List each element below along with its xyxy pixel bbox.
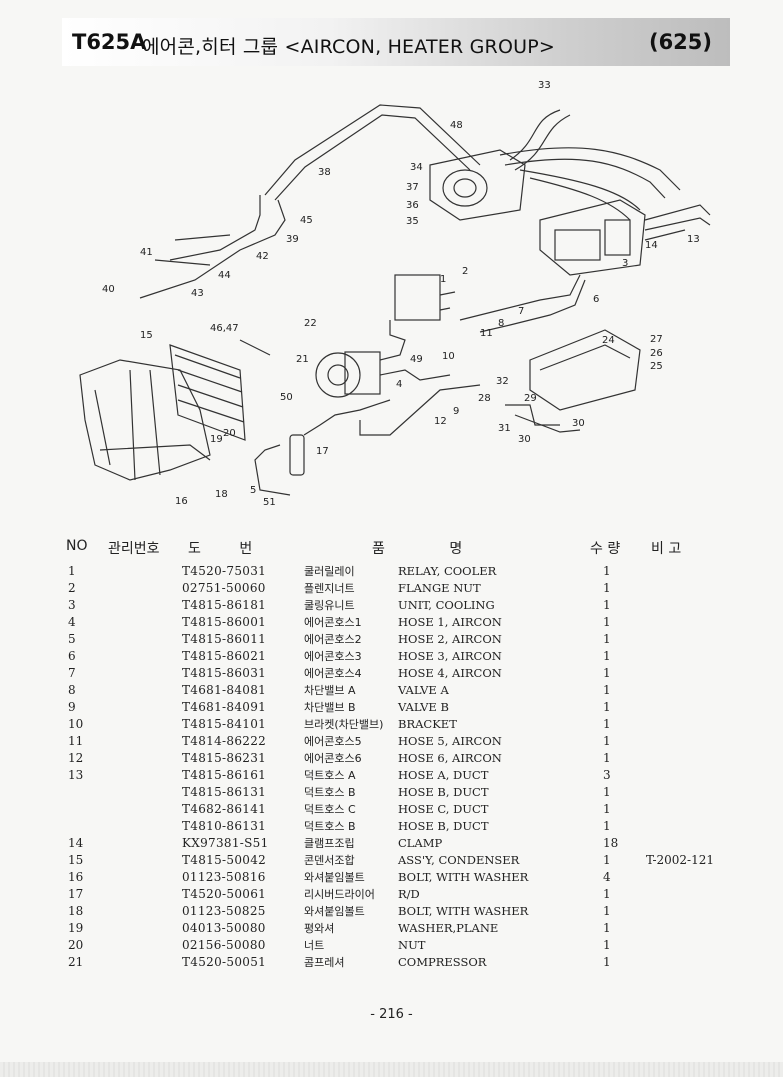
col-mgmt-no: 관리번호 xyxy=(108,541,160,557)
callout-label: 7 xyxy=(518,306,524,317)
callout-label: 11 xyxy=(480,328,493,339)
callout-label: 6 xyxy=(593,294,599,305)
callout-label: 18 xyxy=(215,489,228,500)
page-header: T625A 에어콘,히터 그룹 <AIRCON, HEATER GROUP> (… xyxy=(62,18,730,66)
callout-label: 3 xyxy=(622,258,628,269)
callout-label: 49 xyxy=(410,354,423,365)
callout-label: 1 xyxy=(440,274,446,285)
callout-label: 35 xyxy=(406,216,419,227)
callout-label: 5 xyxy=(250,485,256,496)
part-callouts: 33 48 34 38 37 36 35 45 39 14 13 3 41 42… xyxy=(102,80,700,508)
callout-label: 26 xyxy=(650,348,663,359)
callout-label: 30 xyxy=(518,434,531,445)
callout-label: 42 xyxy=(256,251,269,262)
callout-label: 37 xyxy=(406,182,419,193)
scan-edge xyxy=(0,1062,783,1077)
callout-label: 44 xyxy=(218,270,231,281)
callout-label: 39 xyxy=(286,234,299,245)
callout-label: 48 xyxy=(450,120,463,131)
callout-label: 28 xyxy=(478,393,491,404)
exploded-parts-diagram: 33 48 34 38 37 36 35 45 39 14 13 3 41 42… xyxy=(79,80,711,508)
callout-label: 8 xyxy=(498,318,504,329)
callout-label: 2 xyxy=(462,266,468,277)
callout-label: 25 xyxy=(650,361,663,372)
callout-label: 16 xyxy=(175,496,188,507)
callout-label: 51 xyxy=(263,497,276,508)
callout-label: 41 xyxy=(140,247,153,258)
callout-label: 21 xyxy=(296,354,309,365)
callout-label: 13 xyxy=(687,234,700,245)
callout-label: 14 xyxy=(645,240,658,251)
col-remarks: 비 고 xyxy=(651,541,682,557)
callout-label: 29 xyxy=(524,393,537,404)
callout-label: 19 xyxy=(210,434,223,445)
callout-label: 20 xyxy=(223,428,236,439)
callout-label: 50 xyxy=(280,392,293,403)
callout-label: 36 xyxy=(406,200,419,211)
callout-label: 10 xyxy=(442,351,455,362)
col-drawing-no: 도 번 xyxy=(188,541,253,557)
callout-label: 15 xyxy=(140,330,153,341)
callout-label: 46,47 xyxy=(210,323,239,334)
group-title: 에어콘,히터 그룹 <AIRCON, HEATER GROUP> xyxy=(142,36,555,58)
callout-label: 22 xyxy=(304,318,317,329)
callout-label: 34 xyxy=(410,162,423,173)
col-no: NO xyxy=(66,538,88,554)
callout-label: 9 xyxy=(453,406,459,417)
callout-label: 4 xyxy=(396,379,402,390)
callout-label: 17 xyxy=(316,446,329,457)
callout-label: 43 xyxy=(191,288,204,299)
callout-label: 40 xyxy=(102,284,115,295)
group-code: T625A xyxy=(72,30,147,54)
callout-label: 12 xyxy=(434,416,447,427)
callout-label: 30 xyxy=(572,418,585,429)
callout-label: 27 xyxy=(650,334,663,345)
col-qty: 수 량 xyxy=(590,541,621,557)
page-number: - 216 - xyxy=(370,1007,413,1022)
col-part-name: 품 명 xyxy=(372,541,463,557)
callout-label: 24 xyxy=(602,335,615,346)
group-number: (625) xyxy=(648,30,712,54)
callout-label: 38 xyxy=(318,167,331,178)
callout-label: 31 xyxy=(498,423,511,434)
callout-label: 33 xyxy=(538,80,551,91)
callout-label: 32 xyxy=(496,376,509,387)
callout-label: 45 xyxy=(300,215,313,226)
